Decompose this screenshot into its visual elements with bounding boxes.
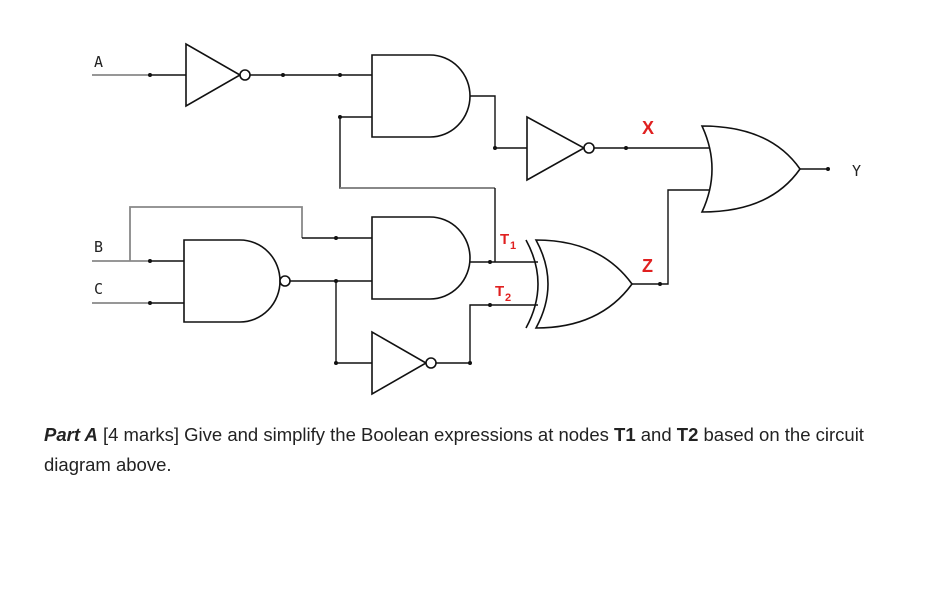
junction-dots: [148, 73, 830, 365]
question-text-1: Give and simplify the Boolean expression…: [184, 424, 609, 445]
question-text-2: and: [640, 424, 672, 445]
question-lead: Part A: [44, 424, 98, 445]
not-gate-a: [185, 42, 251, 108]
node-label-t2: T 2: [495, 283, 511, 304]
and-gate-middle: [371, 216, 471, 300]
node-label-z: Z: [642, 256, 653, 276]
node-label-t1: T 1: [500, 231, 516, 252]
circuit-diagram: A B C Y X Z T 1 T 2: [92, 42, 861, 396]
nand-gate-bc: [183, 239, 291, 323]
and-gate-top: [371, 54, 471, 138]
node-label-t2-sub: 2: [505, 292, 511, 304]
input-label-a: A: [94, 53, 103, 71]
or-gate-output: [700, 125, 801, 213]
node-label-t2-base: T: [495, 283, 504, 300]
node-label-t1-base: T: [500, 231, 509, 248]
input-label-c: C: [94, 280, 103, 298]
question-text-3: based on the circuit diagram above.: [44, 424, 864, 475]
question-marks: [4 marks]: [102, 424, 180, 445]
question-text: Part A [4 marks] Give and simplify the B…: [44, 420, 914, 480]
not-gate-x: [526, 115, 595, 182]
xnor-gate: [525, 239, 633, 329]
question-node-1: T1: [614, 424, 636, 445]
not-gate-lower: [371, 330, 437, 396]
node-label-t1-sub: 1: [510, 240, 516, 252]
output-label-y: Y: [852, 162, 861, 180]
input-label-b: B: [94, 238, 103, 256]
node-label-x: X: [642, 118, 654, 138]
question-node-2: T2: [676, 424, 699, 445]
